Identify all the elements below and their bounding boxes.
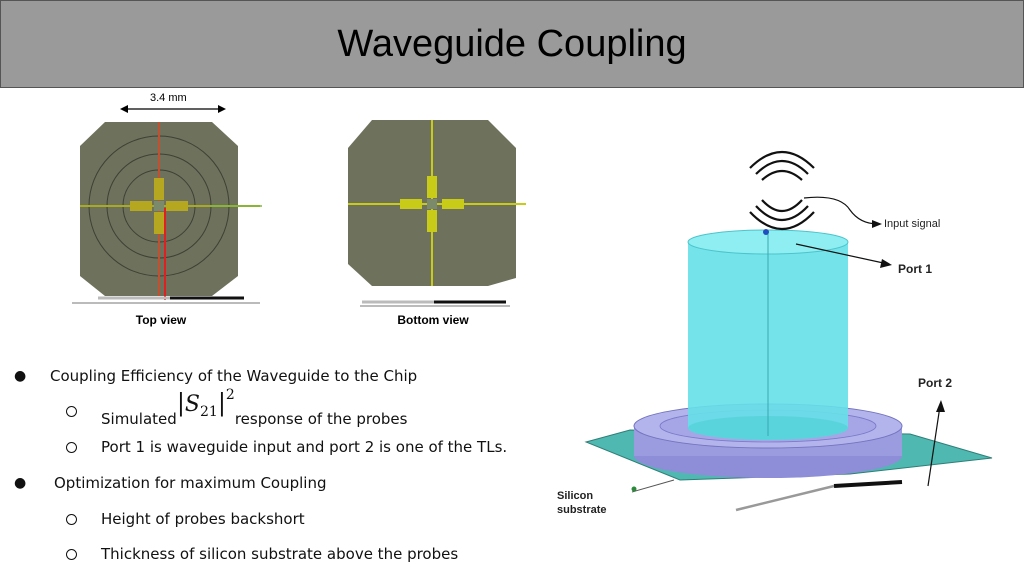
bullet-dot: ● [14,475,27,491]
s21-superscript: 2 [225,387,235,403]
sub-bullet-simulated: Simulated|S21|2response of the probes [101,387,407,428]
simulated-prefix: Simulated [101,410,177,428]
sub-bullet-circle [66,549,77,560]
port1-label: Port 1 [898,262,933,276]
bullet-item-1: Coupling Efficiency of the Waveguide to … [50,367,418,385]
simulated-suffix: response of the probes [234,410,408,428]
silicon-substrate-label-line1: Silicon [557,490,594,502]
waveguide-3d-diagram [584,150,993,512]
bottom-view-caption: Bottom view [397,313,469,327]
input-signal-label: Input signal [884,218,941,230]
title-bar: Waveguide Coupling [0,0,1024,88]
sub-bullet-thickness: Thickness of silicon substrate above the… [101,545,459,563]
bullet-item-2: Optimization for maximum Coupling [54,474,327,492]
sub-bullet-backshort: Height of probes backshort [101,510,305,528]
port2-label: Port 2 [918,376,953,390]
s21-symbol: S [184,392,200,417]
bullet-dot: ● [14,368,27,384]
top-view-caption: Top view [135,313,187,327]
bottom-view-image [348,120,526,307]
silicon-substrate-label-line2: substrate [557,504,607,516]
dimension-label: 3.4 mm [150,92,187,104]
top-view-image [72,122,262,304]
sub-bullet-ports: Port 1 is waveguide input and port 2 is … [101,438,508,456]
sub-bullet-circle [66,442,77,453]
sub-bullet-circle [66,406,77,417]
dimension-arrow [120,105,226,113]
s21-subscript: 21 [199,404,218,420]
sub-bullet-circle [66,514,77,525]
slide-title: Waveguide Coupling [337,22,687,65]
s21-formula: |S21|2 [176,387,235,420]
